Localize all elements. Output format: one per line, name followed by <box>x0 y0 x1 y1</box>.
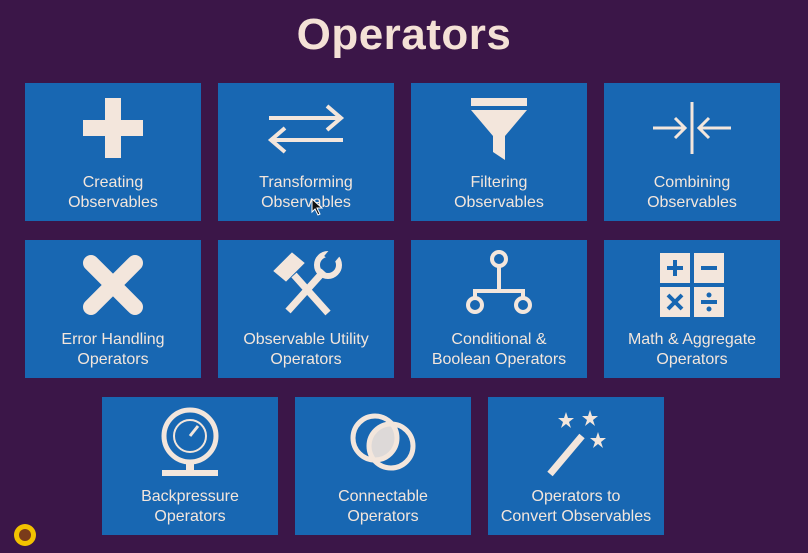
branch-icon <box>411 240 587 330</box>
magic-wand-icon <box>488 397 664 487</box>
gauge-icon <box>102 397 278 487</box>
merge-arrows-icon <box>604 83 780 173</box>
tools-icon <box>218 240 394 330</box>
plus-icon <box>25 83 201 173</box>
funnel-icon <box>411 83 587 173</box>
calculator-icon <box>604 240 780 330</box>
overlap-circles-icon <box>295 397 471 487</box>
cross-icon <box>25 240 201 330</box>
mouse-cursor-icon <box>311 197 325 221</box>
swap-arrows-icon <box>218 83 394 173</box>
page-title: Operators <box>296 10 512 59</box>
logo-icon <box>12 522 38 553</box>
tile-label: Conditional &Boolean Operators <box>431 331 567 368</box>
tile-conditional-boolean-operators[interactable]: Conditional &Boolean Operators <box>411 240 587 378</box>
